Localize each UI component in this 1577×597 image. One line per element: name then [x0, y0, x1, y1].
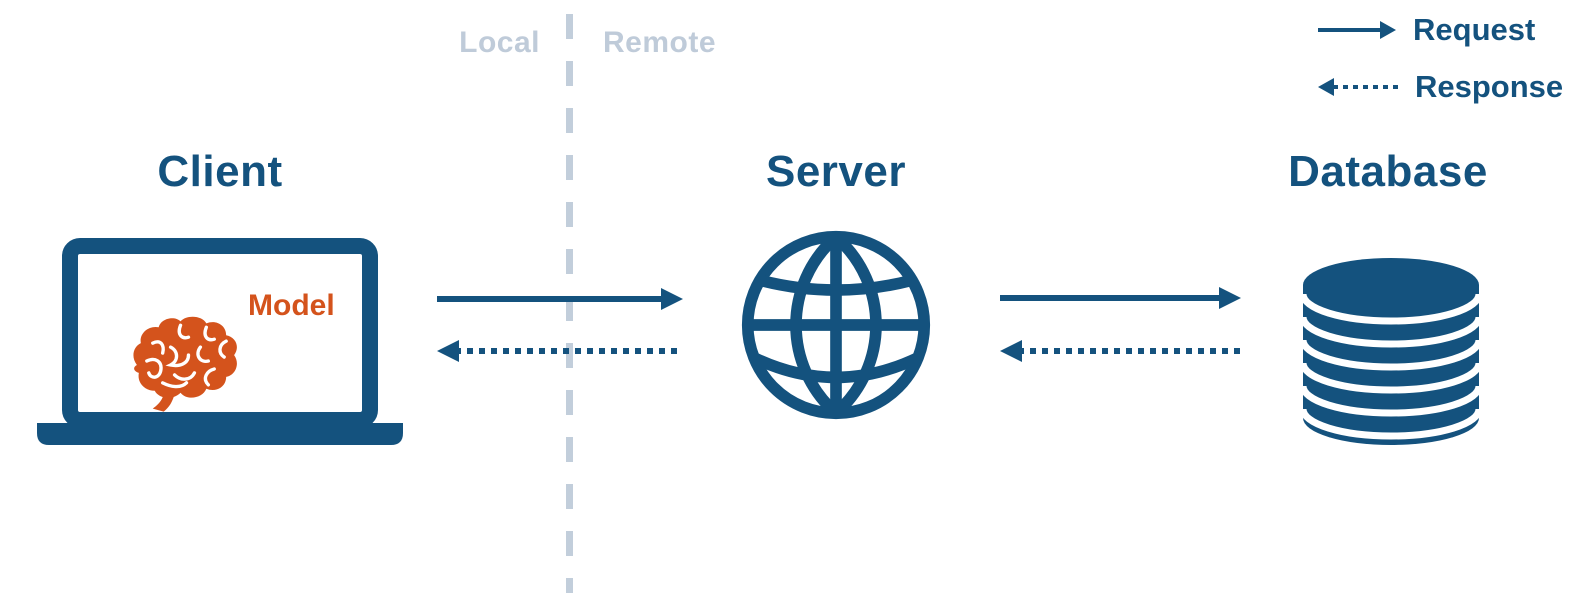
globe-icon: [741, 230, 931, 420]
legend-request-label: Request: [1413, 12, 1536, 47]
client-title: Client: [157, 147, 283, 196]
arrow-line: [437, 296, 665, 302]
legend-response-arrow-icon: [1318, 78, 1398, 96]
response-arrow-database-to-server: [1000, 340, 1241, 362]
model-label: Model: [248, 289, 335, 322]
arrow-line: [455, 348, 683, 354]
request-arrow-server-to-database: [1000, 287, 1241, 309]
server-node: Server: [736, 145, 936, 425]
arrow-line: [1018, 348, 1241, 354]
arrow-head: [1219, 287, 1241, 309]
legend-request-arrow-icon: [1318, 21, 1396, 39]
legend-response-label: Response: [1415, 69, 1564, 104]
local-remote-divider: [566, 14, 573, 593]
laptop-icon: [37, 238, 403, 445]
brain-icon: [133, 316, 237, 412]
server-title: Server: [765, 147, 906, 196]
client-node: Client Model: [30, 145, 410, 455]
database-title: Database: [1288, 147, 1488, 196]
arrow-line: [1333, 85, 1398, 89]
database-icon: [1302, 258, 1480, 445]
zone-label-local: Local: [459, 26, 540, 59]
arrow-head: [1318, 78, 1334, 96]
database-node: Database: [1262, 145, 1514, 455]
zone-label-remote: Remote: [603, 26, 717, 59]
arrow-head: [661, 288, 683, 310]
arrow-line: [1318, 28, 1383, 32]
arrow-head: [1380, 21, 1396, 39]
response-arrow-server-to-client: [437, 340, 683, 362]
arrow-line: [1000, 295, 1223, 301]
arrow-head: [437, 340, 459, 362]
request-arrow-client-to-server: [437, 288, 683, 310]
arrow-head: [1000, 340, 1022, 362]
